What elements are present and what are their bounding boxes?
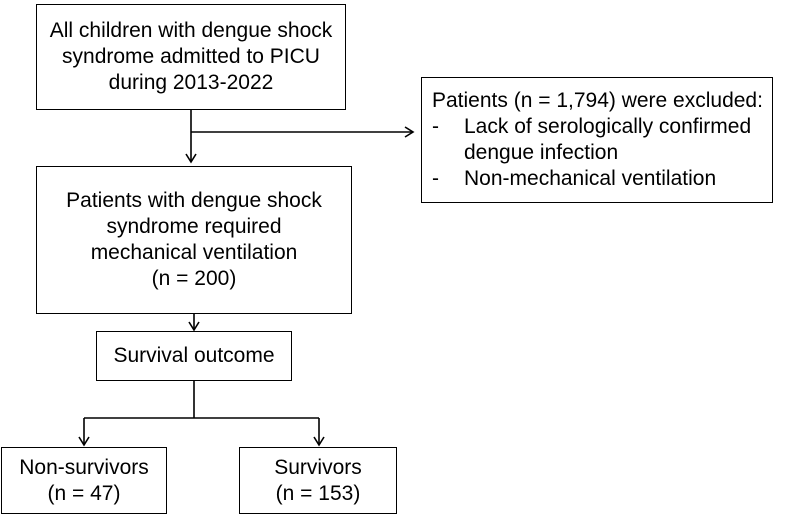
bullet-dash: - (432, 115, 439, 138)
non-survivors-label: Non-survivors (19, 455, 149, 479)
non-survivors-count: (n = 47) (47, 481, 121, 505)
ventilated-cohort-box: Patients with dengue shock syndrome requ… (36, 166, 352, 314)
cohort-line-1: Patients with dengue shock (66, 189, 322, 212)
cohort-line-2: syndrome required (106, 215, 282, 238)
excluded-item-1-line-2: dengue infection (464, 141, 619, 164)
excluded-item-1-line-1: Lack of serologically confirmed (464, 115, 752, 138)
start-line-2: syndrome admitted to PICU (62, 45, 320, 68)
excluded-patients-box: Patients (n = 1,794) were excluded: - La… (421, 77, 773, 203)
start-line-1: All children with dengue shock (49, 19, 333, 42)
start-line-3: during 2013-2022 (108, 71, 274, 94)
bullet-dash: - (432, 167, 439, 190)
cohort-line-4: (n = 200) (151, 267, 237, 290)
cohort-line-3: mechanical ventilation (90, 241, 298, 264)
survivors-label: Survivors (274, 455, 362, 479)
outcome-label: Survival outcome (113, 344, 275, 367)
non-survivors-box: Non-survivors (n = 47) (1, 447, 167, 514)
excluded-item-ventilation: - Non-mechanical ventilation (432, 166, 772, 192)
excluded-title: Patients (n = 1,794) were excluded: (432, 89, 763, 112)
survival-outcome-box: Survival outcome (96, 331, 292, 381)
start-population-box: All children with dengue shock syndrome … (36, 4, 346, 110)
excluded-item-serology: - Lack of serologically confirmed dengue… (432, 114, 772, 166)
survivors-count: (n = 153) (275, 481, 361, 505)
excluded-item-2-line-1: Non-mechanical ventilation (464, 167, 717, 190)
survivors-box: Survivors (n = 153) (239, 447, 397, 514)
